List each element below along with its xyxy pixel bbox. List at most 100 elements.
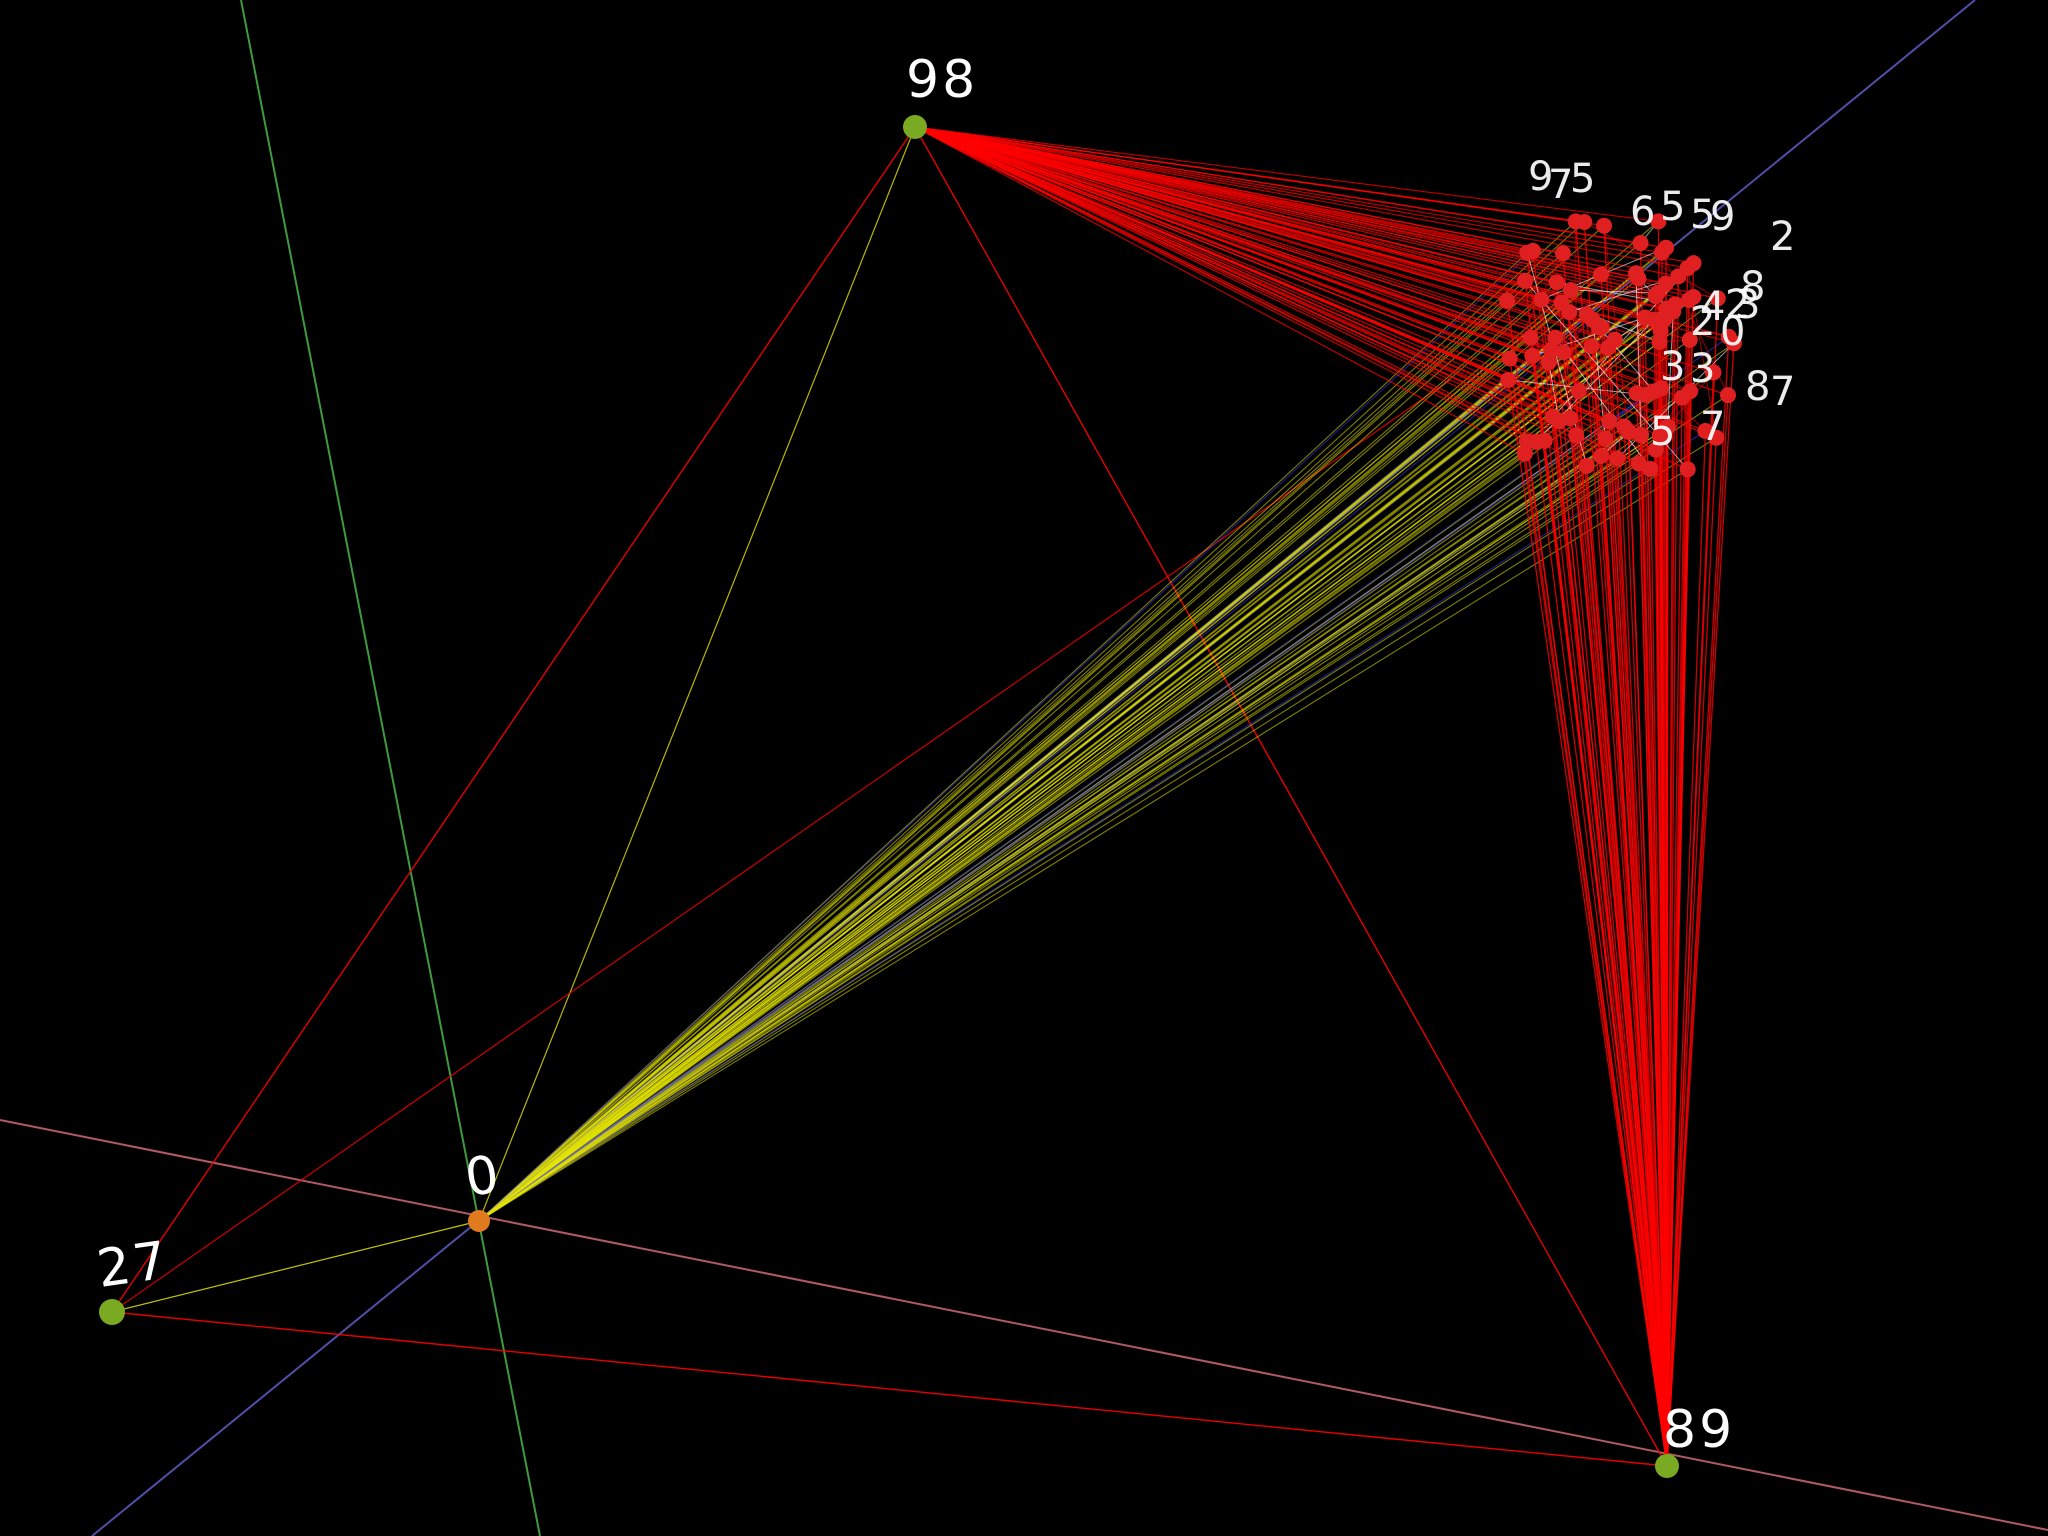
cluster-node-label: 8 <box>1740 264 1765 310</box>
cluster-node-label: 8 <box>1745 364 1770 410</box>
edge-cluster-internal <box>1575 221 1577 436</box>
cluster-node-dot[interactable] <box>1705 364 1722 381</box>
cluster-node-dot[interactable] <box>1596 217 1613 234</box>
cluster-node-dot[interactable] <box>1591 319 1608 336</box>
node-89-dot[interactable] <box>1655 1454 1679 1478</box>
cluster-node-label: 9 <box>1710 194 1735 240</box>
edge-cluster-internal <box>1535 313 1588 442</box>
cluster-node-dot[interactable] <box>1681 331 1698 348</box>
cluster-node-label: 2 <box>1725 282 1750 328</box>
node-0-dot[interactable] <box>468 1210 490 1232</box>
edge-0-cluster <box>478 317 1646 1222</box>
cluster-node-dot[interactable] <box>1709 290 1726 307</box>
cluster-node-dot[interactable] <box>1578 306 1595 323</box>
cluster-node-dot[interactable] <box>1547 329 1564 346</box>
cluster-node-dot[interactable] <box>1652 322 1669 339</box>
cluster-node-dot[interactable] <box>1685 255 1702 272</box>
cluster-node-dot[interactable] <box>1597 430 1614 447</box>
edge-0-cluster <box>478 465 1588 1222</box>
node-98-dot[interactable] <box>903 115 927 139</box>
cluster-node-dot[interactable] <box>1708 429 1725 446</box>
edge-89-cluster <box>1526 441 1668 1467</box>
edge-0-cluster <box>478 302 1562 1222</box>
cluster-node-dot[interactable] <box>1659 418 1676 435</box>
cluster-node-dot[interactable] <box>1500 371 1517 388</box>
cluster-node-label: 2 <box>1690 299 1715 345</box>
cluster-node-dot[interactable] <box>1679 461 1696 478</box>
cluster-node-dot[interactable] <box>1645 383 1662 400</box>
node-27-dot[interactable] <box>99 1299 125 1325</box>
cluster-node-dot[interactable] <box>1630 455 1647 472</box>
cluster-node-dot[interactable] <box>1555 344 1572 361</box>
cluster-node-dot[interactable] <box>1720 387 1737 404</box>
cluster-node-dot[interactable] <box>1601 413 1618 430</box>
edge-cluster-internal <box>1561 302 1660 343</box>
cluster-node-dot[interactable] <box>1609 450 1626 467</box>
edge-0-cluster <box>478 221 1585 1222</box>
edge-0-cluster <box>478 339 1691 1222</box>
cluster-node-dot[interactable] <box>1524 347 1541 364</box>
cluster-node-dot[interactable] <box>1593 266 1610 283</box>
cluster-node-dot[interactable] <box>1570 383 1587 400</box>
cluster-node-dot[interactable] <box>1524 242 1541 259</box>
cluster-node-dot[interactable] <box>1522 329 1539 346</box>
edge-89-cluster <box>1666 311 1674 1467</box>
cluster-node-dot[interactable] <box>1583 338 1600 355</box>
cluster-node-label: 5 <box>1660 184 1685 230</box>
cluster-node-dot[interactable] <box>1499 292 1516 309</box>
edge-cluster-internal <box>1660 387 1706 432</box>
cluster-node-dot[interactable] <box>1533 291 1550 308</box>
edge-0-cluster <box>478 434 1642 1222</box>
edge-98-cluster <box>914 126 1556 339</box>
cluster-node-dot[interactable] <box>1540 354 1557 371</box>
cluster-node-dot[interactable] <box>1606 331 1623 348</box>
cluster-node-dot[interactable] <box>1554 245 1571 262</box>
edge-0-cluster <box>478 337 1556 1222</box>
cluster-node-dot[interactable] <box>1674 389 1691 406</box>
edge-89-cluster <box>1666 430 1707 1467</box>
cluster-node-dot[interactable] <box>1649 284 1666 301</box>
cluster-node-dot[interactable] <box>1548 274 1565 291</box>
cluster-node-dot[interactable] <box>1562 282 1579 299</box>
cluster-node-dot[interactable] <box>1725 335 1742 352</box>
cluster-node-dot[interactable] <box>1670 268 1687 285</box>
cluster-node-dot[interactable] <box>1518 433 1535 450</box>
edge-98-cluster <box>914 126 1676 306</box>
cluster-node-dot[interactable] <box>1517 272 1534 289</box>
cluster-node-dot[interactable] <box>1516 445 1533 462</box>
cluster-node-dot[interactable] <box>1553 294 1570 311</box>
cluster-node-dot[interactable] <box>1501 350 1518 367</box>
edge-89-cluster <box>1507 379 1668 1467</box>
edge-0-cluster <box>478 463 1640 1222</box>
cluster-node-dot[interactable] <box>1628 265 1645 282</box>
cluster-node-dot[interactable] <box>1647 441 1664 458</box>
cluster-node-dot[interactable] <box>1543 341 1560 358</box>
cluster-node-label: 3 <box>1735 282 1760 328</box>
cluster-node-label: 5 <box>1690 192 1715 238</box>
edge-89-cluster <box>1666 298 1719 1467</box>
cluster-node-dot[interactable] <box>1632 235 1649 252</box>
cluster-node-dot[interactable] <box>1593 448 1610 465</box>
cluster-node-dot[interactable] <box>1633 426 1650 443</box>
cluster-node-dot[interactable] <box>1576 213 1593 230</box>
cluster-node-dot[interactable] <box>1637 309 1654 326</box>
cluster-node-dot[interactable] <box>1653 244 1670 261</box>
cluster-node-label: 0 <box>1720 309 1745 355</box>
edge-cluster-internal <box>1584 221 1718 299</box>
edge-cluster-internal <box>1607 347 1691 392</box>
edge-0-cluster <box>478 441 1537 1222</box>
cluster-node-dot[interactable] <box>1681 291 1698 308</box>
cluster-node-dot[interactable] <box>1578 457 1595 474</box>
cluster-node-dot[interactable] <box>1616 418 1633 435</box>
cluster-node-dot[interactable] <box>1650 213 1667 230</box>
cluster-node-label: 7 <box>1770 369 1795 415</box>
cluster-node-dot[interactable] <box>1628 385 1645 402</box>
y-axis-line <box>240 0 541 1536</box>
edge-98-cluster <box>914 126 1688 269</box>
cluster-node-dot[interactable] <box>1568 427 1585 444</box>
cluster-node-dot[interactable] <box>1658 300 1675 317</box>
cluster-node-dot[interactable] <box>1550 413 1567 430</box>
cluster-node-label: 3 <box>1660 344 1685 390</box>
